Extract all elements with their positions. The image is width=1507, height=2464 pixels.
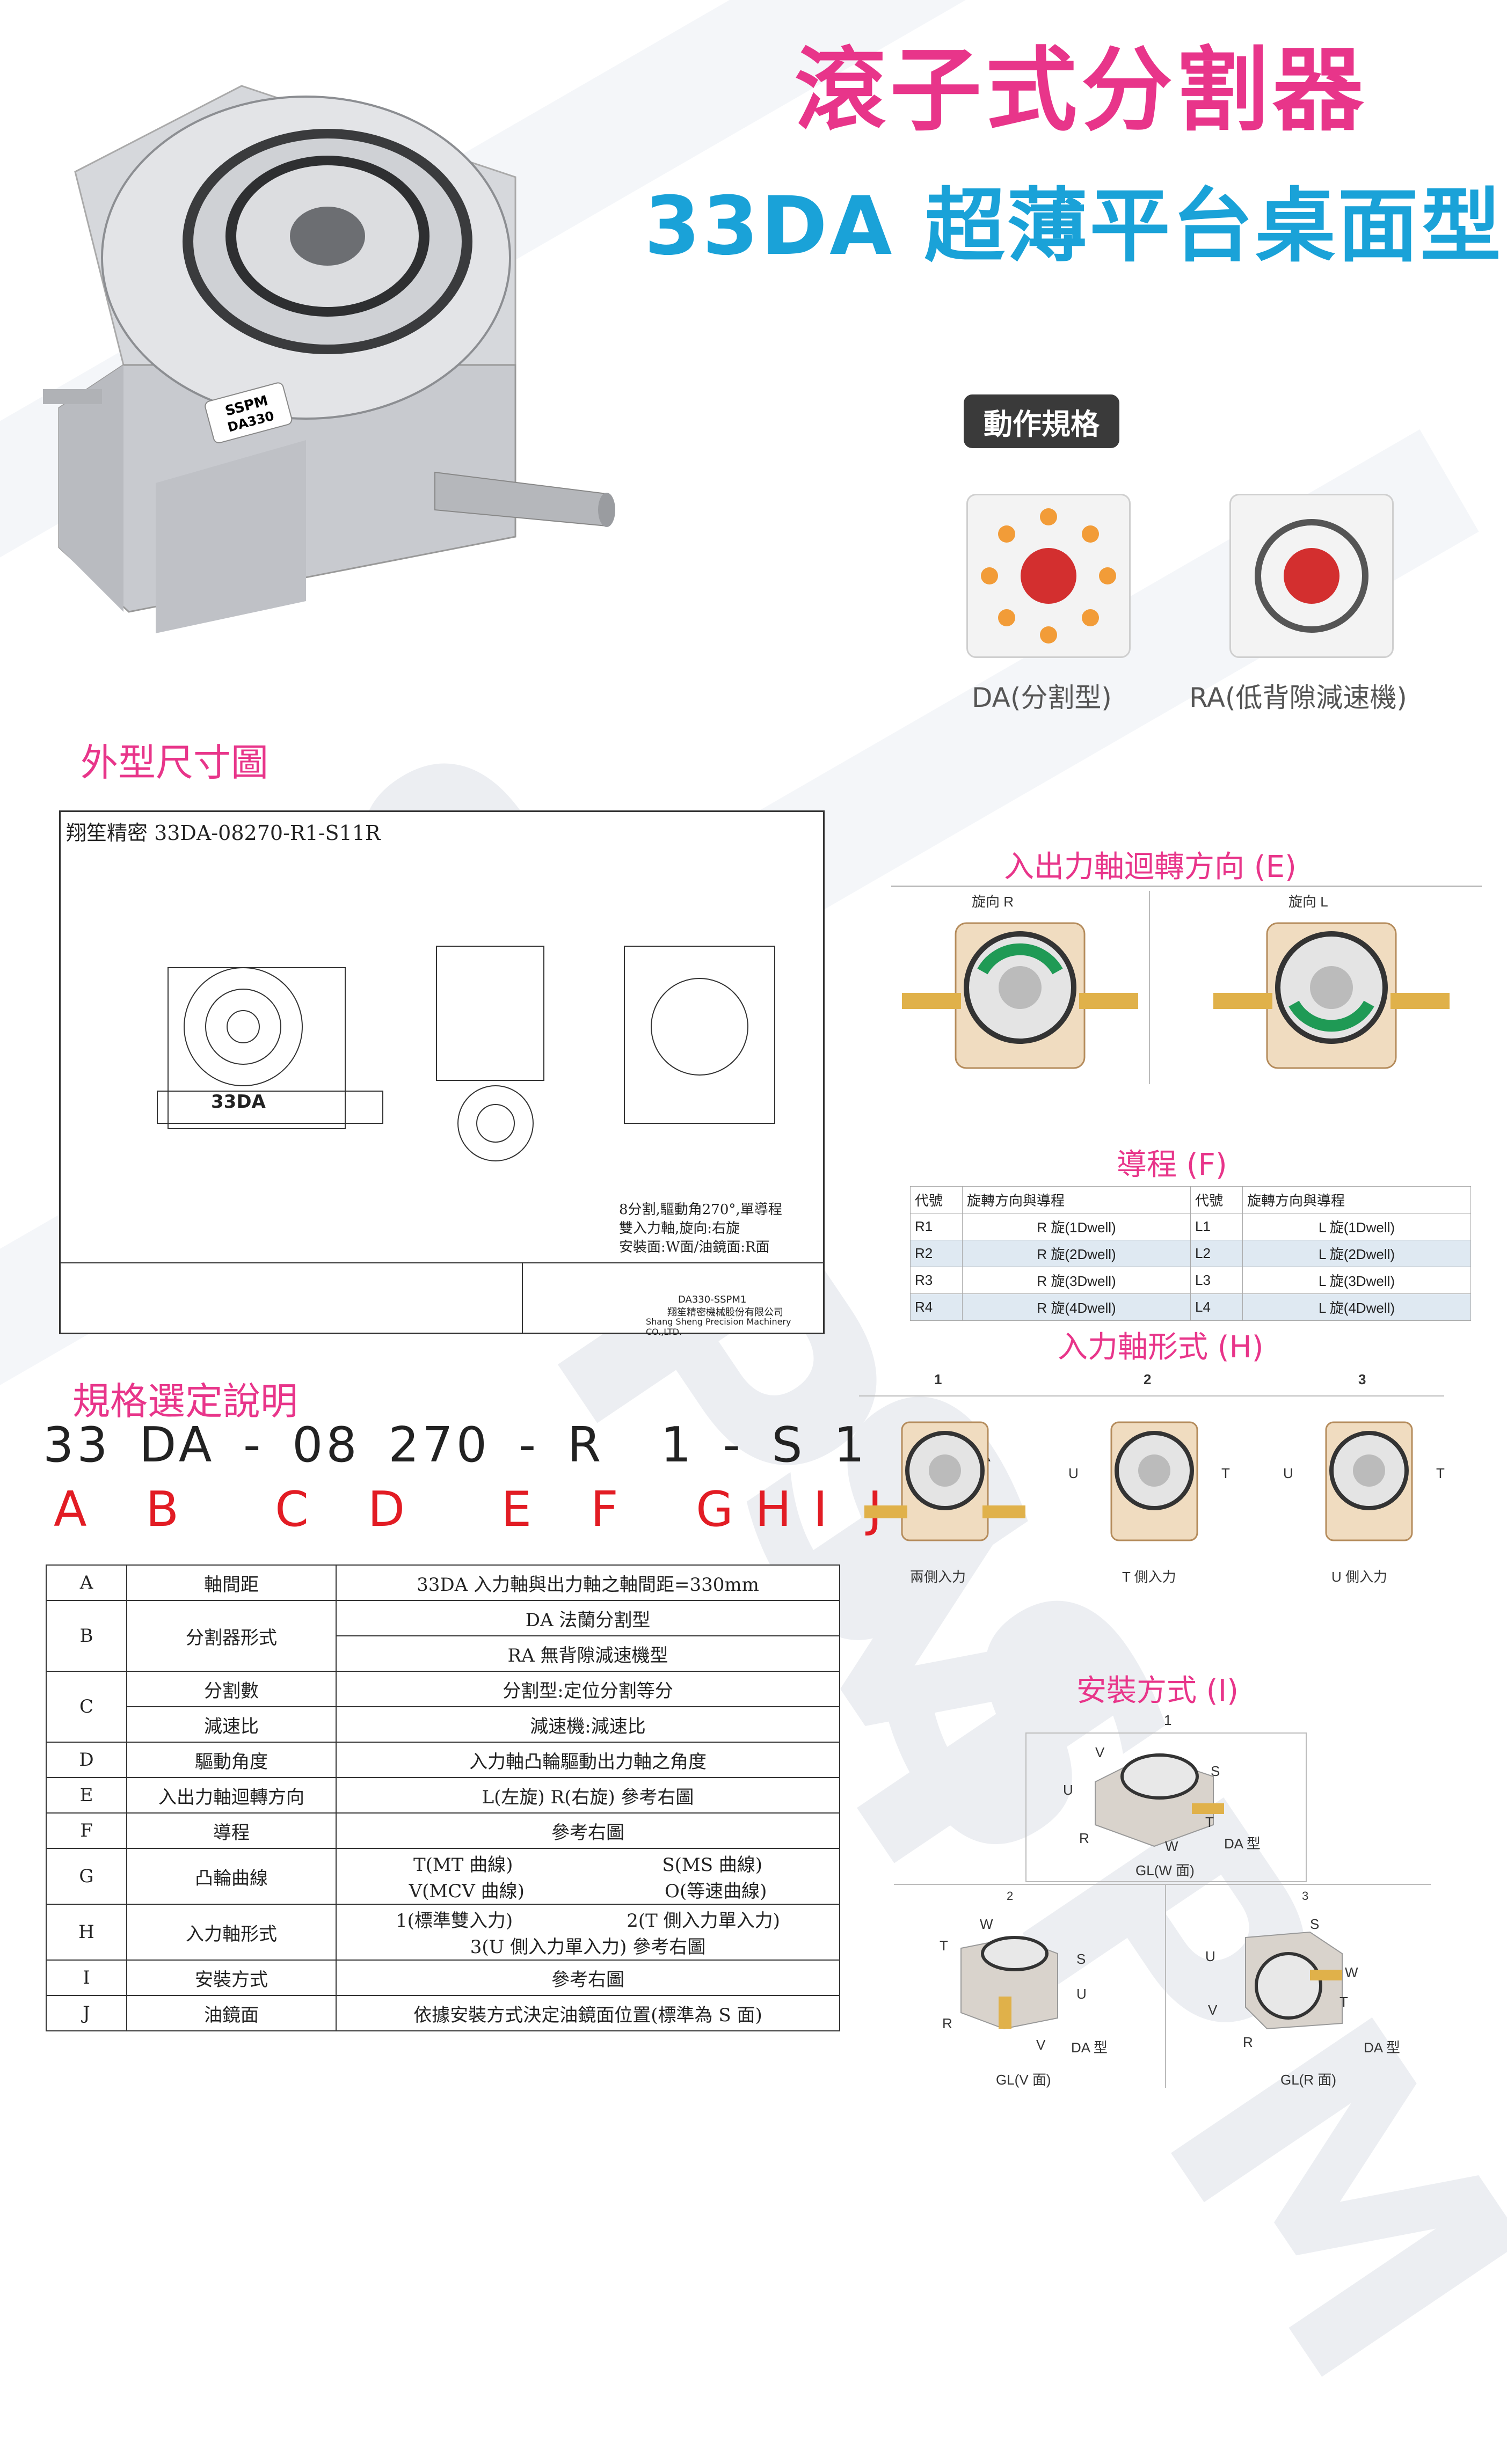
input-option-num-1: 1 [934,1371,942,1387]
mounting-3-face-r: R [1243,2034,1253,2050]
input-option-label-3: U 側入力 [1331,1569,1388,1585]
spec-row-a: A 軸間距 33DA 入力軸與出力軸之軸間距=330mm [46,1564,840,1601]
rotation-left-label: 旋向 L [1288,894,1328,910]
ra-label: RA(低背隙減速機) [1189,682,1407,713]
mounting-3-face-s: S [1310,1916,1320,1932]
rotation-right-label: 旋向 R [972,894,1014,910]
input-option-t-2: T [1221,1465,1230,1481]
action-spec-badge: 動作規格 [964,394,1119,448]
rotation-right-image [902,922,1138,1069]
spec-code: 33 DA - 08 270 - R 1 - S 1 1 R [43,1417,995,1473]
rotation-section-title: 入出力軸迴轉方向 (E) [1004,850,1297,884]
da-label: DA(分割型) [972,682,1112,713]
rotation-divider [1149,891,1150,1084]
page-subtitle: 33DA 超薄平台桌面型 [644,180,1503,273]
mounting-2-gl: GL(V 面) [996,2072,1051,2088]
rotation-top-line [891,886,1482,887]
spec-row-e: E 入出力軸迴轉方向 L(左旋) R(右旋) 參考右圖 [46,1777,840,1814]
mounting-num-2: 2 [1007,1889,1014,1903]
page-title: 滾子式分割器 [795,38,1368,144]
spec-row-h: H 入力軸形式 1(標準雙入力)2(T 側入力單入力) 3(U 側入力單入力) … [46,1904,840,1961]
spec-row-d: D 驅動角度 入力軸凸輪驅動出力軸之角度 [46,1742,840,1778]
mounting-3-type: DA 型 [1364,2039,1400,2056]
mounting-1-face-s: S [1211,1763,1220,1779]
drawing-number: DA330-SSPM1 [678,1294,747,1305]
spec-row-g: G 凸輪曲線 T(MT 曲線)S(MS 曲線) V(MCV 曲線)O(等速曲線) [46,1848,840,1905]
mounting-2-face-w: W [980,1916,993,1932]
company-name-en: Shang Sheng Precision Machinery CO.,LTD. [646,1317,791,1337]
mounting-3-face-w: W [1345,1964,1358,1980]
input-option-image-2 [1110,1421,1198,1541]
mounting-1-face-v: V [1095,1744,1105,1760]
drawing-title: 翔笙精密 33DA-08270-R1-S11R [66,821,381,845]
spec-row-c2: 減速比 減速機:減速比 [46,1706,840,1743]
drawing-note-3: 安裝面:W面/油鏡面:R面 [619,1239,770,1255]
input-shaft-section-title: 入力軸形式 (H) [1058,1330,1264,1365]
input-option-t-3: T [1436,1465,1445,1481]
mounting-1-face-w: W [1165,1838,1178,1854]
rotation-left-image [1213,922,1450,1069]
drawing-note-2: 雙入力軸,旋向:右旋 [619,1220,740,1237]
input-option-num-3: 3 [1358,1371,1366,1387]
mounting-3-face-v: V [1208,2002,1218,2018]
mounting-line [894,1884,1431,1885]
ra-action-icon [1229,494,1394,658]
mounting-2-face-t: T [940,1937,948,1954]
mounting-num-3: 3 [1302,1889,1309,1903]
mounting-divider [1165,1884,1166,2088]
dimension-section-title: 外型尺寸圖 [81,741,268,785]
spec-table: A 軸間距 33DA 入力軸與出力軸之軸間距=330mm B 分割器形式 DA … [46,1564,840,2031]
mounting-1-type: DA 型 [1224,1836,1261,1852]
drawing-note-1: 8分割,驅動角270°,單導程 [619,1202,782,1218]
input-option-num-2: 2 [1144,1371,1152,1387]
mounting-image-3 [1245,1931,1343,2030]
mounting-1-face-t: T [1205,1814,1214,1830]
mounting-box-1 [1025,1732,1307,1882]
mounting-3-face-t: T [1339,1994,1348,2010]
mounting-num-1: 1 [1164,1712,1172,1728]
input-option-label-1: 兩側入力 [910,1569,966,1585]
spec-row-i: I 安裝方式 參考右圖 [46,1959,840,1996]
mounting-2-face-s: S [1076,1951,1086,1967]
mounting-image-1 [1095,1753,1224,1847]
lead-header-row: 代號 旋轉方向與導程 代號 旋轉方向與導程 [910,1186,1471,1213]
spec-row-j: J 油鏡面 依據安裝方式決定油鏡面位置(標準為 S 面) [46,1995,840,2031]
spec-row-b: B 分割器形式 DA 法蘭分割型 [46,1600,840,1672]
mounting-2-face-r: R [942,2015,952,2031]
mounting-3-face-u: U [1205,1948,1215,1964]
mounting-2-face-v: V [1036,2037,1046,2053]
dimension-drawing: 翔笙精密 33DA-08270-R1-S11R 33DA 8分割,驅動角270°… [59,810,825,1337]
lead-section-title: 導程 (F) [1117,1147,1227,1182]
input-option-image-3 [1325,1421,1413,1541]
input-option-u-2: U [1068,1465,1079,1481]
input-option-image-1 [864,1421,1025,1541]
company-name-cn: 翔笙精密機械股份有限公司 [667,1307,783,1318]
spec-row-b2: RA 無背隙減速機型 [46,1635,840,1672]
input-option-u-3: U [1283,1465,1293,1481]
mounting-section-title: 安裝方式 (I) [1076,1673,1239,1708]
input-option-label-2: T 側入力 [1122,1569,1176,1585]
mounting-3-gl: GL(R 面) [1280,2072,1337,2088]
mounting-1-face-u: U [1063,1782,1073,1798]
drawing-label-33da: 33DA [211,1091,266,1113]
mounting-2-face-u: U [1076,1986,1087,2002]
mounting-2-type: DA 型 [1071,2039,1108,2056]
da-action-icon [966,494,1131,658]
mounting-1-face-r: R [1079,1830,1089,1846]
input-shaft-top-line [859,1395,1444,1396]
spec-row-f: F 導程 參考右圖 [46,1812,840,1849]
spec-section-title: 規格選定說明 [72,1379,298,1423]
spec-row-c: C 分割數 分割型:定位分割等分 [46,1671,840,1743]
mounting-1-gl: GL(W 面) [1135,1862,1195,1878]
spec-letters: A B C D E F G H I J [54,1481,886,1538]
product-image: SSPM DA330 [43,85,615,633]
mounting-image-2 [960,1936,1058,2030]
